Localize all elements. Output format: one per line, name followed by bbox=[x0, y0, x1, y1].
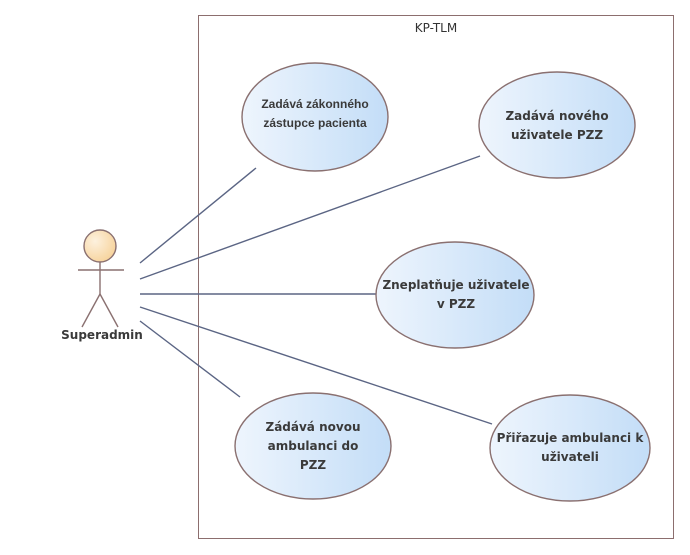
use-case-2-label[interactable]: Zadává nového uživatele PZZ bbox=[505, 109, 609, 142]
use-case-5-shape[interactable] bbox=[489, 394, 651, 502]
system-title: KP-TLM bbox=[414, 21, 458, 35]
use-case-3-shape[interactable] bbox=[375, 241, 535, 349]
actor-name: Superadmin bbox=[61, 327, 143, 342]
use-case-1-shape[interactable] bbox=[241, 62, 389, 172]
use-case-2-shape[interactable] bbox=[478, 71, 636, 179]
use-case-4-label[interactable]: Zádává novou ambulanci do PZZ bbox=[265, 419, 361, 472]
use-case-3-label[interactable]: Zneplatňuje uživatele v PZZ bbox=[382, 278, 530, 311]
system-boundary[interactable] bbox=[198, 15, 674, 539]
actor-stick-figure-icon[interactable] bbox=[78, 229, 124, 328]
association-line-5[interactable] bbox=[139, 320, 241, 398]
association-line-4[interactable] bbox=[139, 306, 493, 425]
use-case-5-label[interactable]: Přiřazuje ambulanci k uživateli bbox=[496, 431, 644, 464]
association-line-2[interactable] bbox=[139, 155, 481, 280]
use-case-4-shape[interactable] bbox=[234, 392, 392, 500]
use-case-1-label[interactable]: Zadává zákonného zástupce pacienta bbox=[261, 97, 369, 130]
association-line-1[interactable] bbox=[139, 167, 257, 264]
